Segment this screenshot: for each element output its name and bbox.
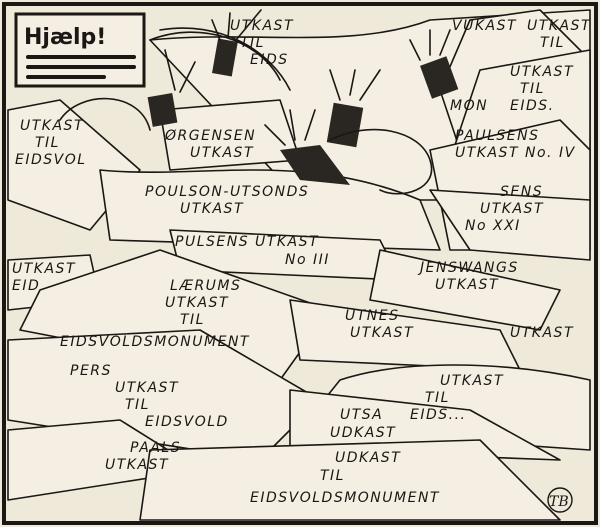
sheet-label: UTKAST bbox=[455, 145, 519, 161]
sheet-label: UTKAST bbox=[190, 145, 254, 161]
sheet-label: TIL bbox=[425, 390, 450, 406]
signature-text: TB bbox=[549, 494, 569, 510]
sheet-labels: UTKAST TIL EIDS ØRGENSEN UTKAST VUKAST U… bbox=[12, 18, 591, 506]
sheet-label: UTKAST bbox=[20, 118, 84, 134]
sheet-label: UTNES bbox=[345, 308, 400, 324]
sheet-label: UTKAST bbox=[180, 201, 244, 217]
sheet-label: No. IV bbox=[525, 145, 576, 161]
sheet-label: VUKAST bbox=[452, 18, 517, 34]
sheet-label: No XXI bbox=[465, 218, 521, 234]
artist-signature: TB bbox=[547, 487, 573, 513]
sheet-label: TIL bbox=[180, 312, 205, 328]
sheet-label: EIDSVOLDSMONUMENT bbox=[250, 490, 440, 506]
sheet-label: EIDSVOLD bbox=[145, 414, 229, 430]
sheet-label: EID bbox=[12, 278, 40, 294]
sheet-label: TIL bbox=[540, 35, 565, 51]
sheet-label: TIL bbox=[240, 35, 265, 51]
sheet-label: UTKAST bbox=[480, 201, 544, 217]
speech-bubble-text: Hjælp! bbox=[24, 25, 106, 50]
sheet-label: UDKAST bbox=[335, 450, 401, 466]
sheet-label: EIDS. bbox=[510, 98, 555, 114]
sheet-label: TIL bbox=[125, 397, 150, 413]
sheet-label: EIDS... bbox=[410, 407, 467, 423]
sheet-label: UTKAST bbox=[105, 457, 169, 473]
sheet-label: JENSWANGS bbox=[417, 260, 519, 276]
sheet-label: TIL bbox=[320, 468, 345, 484]
sheet-label: LÆRUMS bbox=[170, 278, 241, 294]
sheet-label: SENS bbox=[500, 184, 543, 200]
paper-sheets bbox=[7, 9, 591, 521]
sheet-label: MON bbox=[450, 98, 488, 114]
sheet-label: UTKAST bbox=[527, 18, 591, 34]
sheet-label: EIDSVOLDSMONUMENT bbox=[60, 334, 250, 350]
sheet-label: TIL bbox=[520, 81, 545, 97]
sheet-label: UTKAST bbox=[350, 325, 414, 341]
drowning-figures bbox=[59, 9, 459, 195]
sheet-label: UDKAST bbox=[330, 425, 396, 441]
sheet-label: UTKAST bbox=[165, 295, 229, 311]
sheet-label: UTKAST bbox=[115, 380, 179, 396]
sheet-label: No III bbox=[285, 252, 330, 268]
sheet-label: PERS bbox=[70, 363, 112, 379]
sheet-label: UTKAST bbox=[510, 64, 574, 80]
sheet-label: PAULSENS bbox=[455, 128, 539, 144]
sheet-label: UTKAST bbox=[230, 18, 294, 34]
sheet-label: EIDSVOL bbox=[15, 152, 87, 168]
sheet-label: UTKAST bbox=[435, 277, 499, 293]
sheet-label: POULSON-UTSONDS bbox=[145, 184, 309, 200]
sheet-label: TIL bbox=[35, 135, 60, 151]
sheet-label: EIDS bbox=[250, 52, 289, 68]
sheet-label: ØRGENSEN bbox=[164, 128, 256, 144]
sheet-label: PAALS bbox=[130, 440, 181, 456]
sheet-label: PULSENS UTKAST bbox=[175, 234, 319, 250]
sheet-label: UTKAST bbox=[12, 261, 76, 277]
sheet-label: UTKAST bbox=[510, 325, 574, 341]
sheet-label: UTSA bbox=[340, 407, 383, 423]
speech-bubble: Hjælp! bbox=[14, 12, 146, 88]
sheet-label: UTKAST bbox=[440, 373, 504, 389]
